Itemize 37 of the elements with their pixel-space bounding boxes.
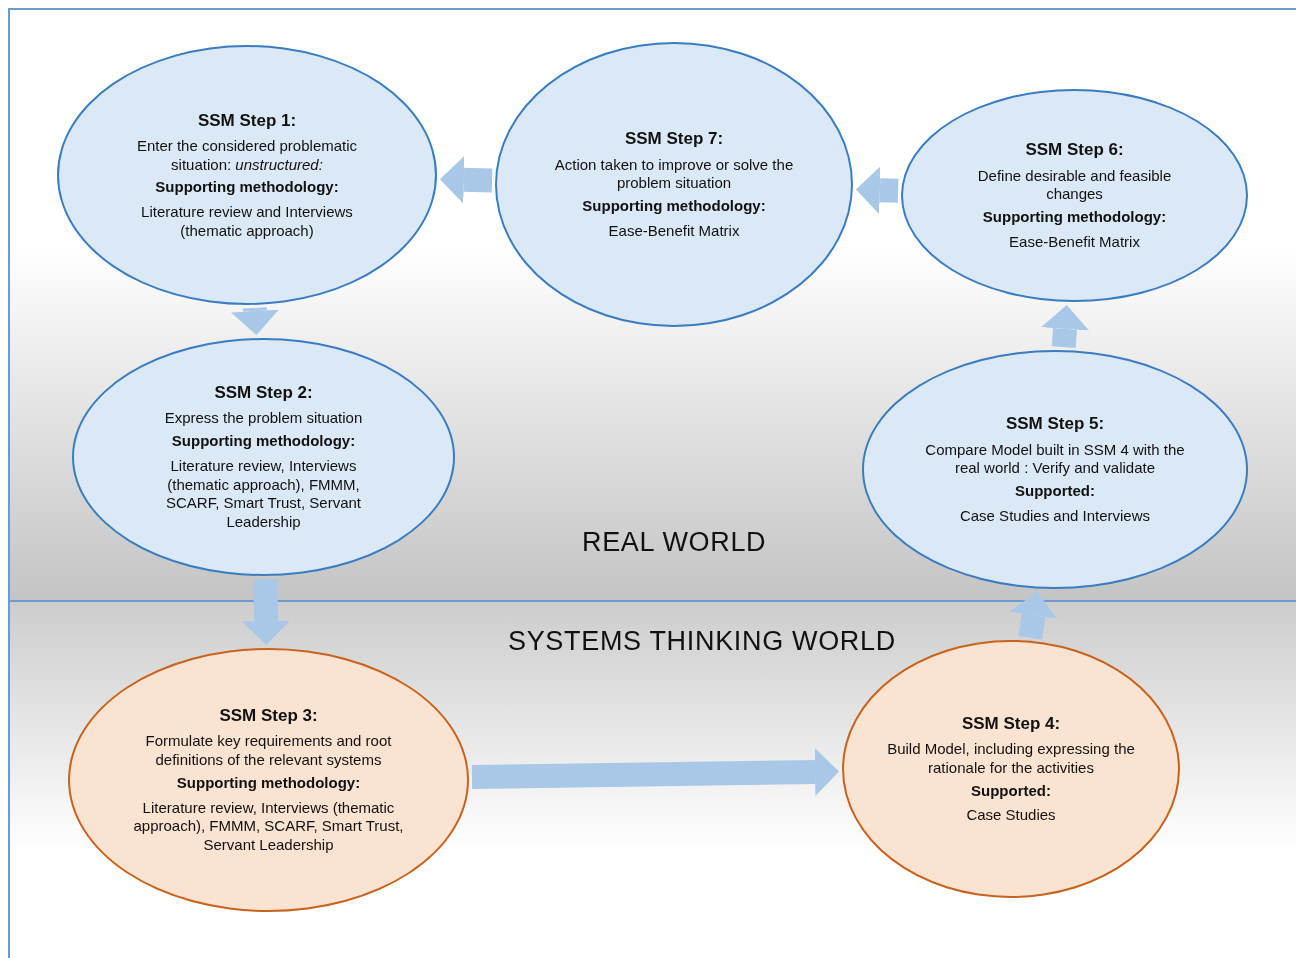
block-arrow — [1009, 591, 1058, 640]
step-description: Compare Model built in SSM 4 with the real world : Verify and validate — [924, 440, 1186, 479]
block-arrow — [242, 578, 291, 645]
block-arrow — [1041, 304, 1089, 348]
step-title: SSM Step 2: — [214, 382, 313, 404]
methodology-text: Case Studies and Interviews — [959, 506, 1151, 526]
methodology-heading: Supported: — [971, 781, 1051, 801]
methodology-text: Case Studies — [966, 806, 1056, 826]
step-title: SSM Step 4: — [961, 712, 1061, 735]
step-title: SSM Step 7: — [624, 128, 724, 150]
step-description: Define desirable and feasible changes — [976, 166, 1173, 205]
region-label: REAL WORLD — [582, 526, 767, 559]
block-arrow — [471, 747, 840, 796]
block-arrow — [231, 307, 279, 336]
methodology-heading: Supporting methodology: — [176, 773, 361, 793]
region-label: SYSTEMS THINKING WORLD — [508, 625, 896, 658]
block-arrow — [439, 155, 493, 204]
step-description: Action taken to improve or solve the problem situation — [553, 155, 795, 194]
methodology-heading: Supporting methodology: — [171, 432, 356, 451]
step-description: Enter the considered problematic situation: unstructured: — [135, 136, 359, 175]
methodology-text: Literature review and Interviews (thematic approach) — [140, 203, 354, 241]
methodology-text: Literature review, Interviews (thematic approach), FMMM, SCARF, Smart Trust, Servant Leadership — [164, 456, 363, 532]
step-description: Formulate key requirements and root definitions of the relevant systems — [144, 732, 393, 770]
methodology-heading: Supported: — [1015, 482, 1095, 501]
step-description: Build Model, including expressing the rationale for the activities — [886, 740, 1136, 778]
methodology-heading: Supporting methodology: — [155, 178, 339, 197]
methodology-heading: Supporting methodology: — [582, 197, 766, 216]
methodology-text: Ease-Benefit Matrix — [608, 221, 740, 241]
step-title: SSM Step 6: — [1025, 139, 1124, 161]
block-arrow — [855, 166, 899, 215]
step-description: Express the problem situation — [164, 409, 363, 429]
step-title: SSM Step 3: — [219, 705, 318, 727]
step-title: SSM Step 5: — [1005, 413, 1105, 435]
step-title: SSM Step 1: — [197, 109, 297, 131]
methodology-heading: Supporting methodology: — [982, 208, 1167, 227]
methodology-text: Ease-Benefit Matrix — [1009, 232, 1140, 252]
methodology-text: Literature review, Interviews (thematic approach), FMMM, SCARF, Smart Trust, Servant Leadership — [132, 798, 405, 855]
